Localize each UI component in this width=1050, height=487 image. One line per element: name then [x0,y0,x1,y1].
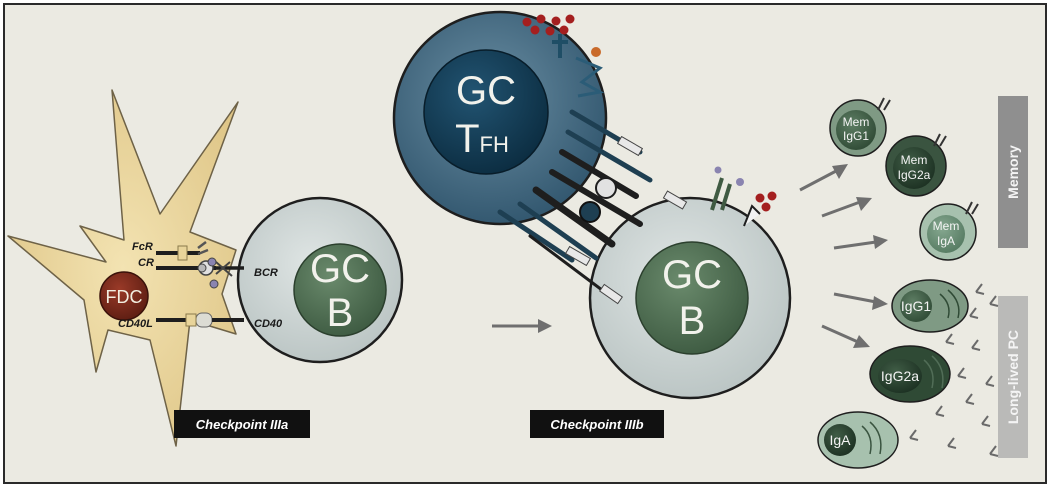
fdc-nucleus [99,271,149,321]
cd40-label: CD40 [254,318,283,330]
mem-iga-line1: Mem [933,219,960,233]
gc-b-right-line2: B [679,299,706,343]
plasma-cell-iga: IgA [817,411,899,469]
synapse-receptors [497,109,688,305]
pc-igg1-label: IgG1 [901,298,932,314]
gc-tfh-line1: GC [456,69,516,113]
plasma-cell-igg1: IgG1 [891,279,969,333]
fdc-label: FDC [106,287,143,307]
memory-heading: Memory [1005,145,1021,199]
b-cell-nucleus [293,243,387,337]
gc-b-cell-left: GC B [236,196,404,364]
mem-igg1-line1: Mem [843,115,870,129]
tfh-t: T [455,117,479,161]
output-arrows [799,164,888,348]
gc-b-left-line2: B [327,291,354,335]
mem-igg1-line2: IgG1 [843,129,869,143]
gc-tfh-cell: GC TFH [392,10,608,226]
memory-box [998,96,1028,248]
cr-label: CR [138,257,154,269]
gc-tfh-line2: TFH [455,117,509,161]
mem-iga-line2: IgA [937,234,955,248]
plasma-box [998,296,1028,458]
cd40l-label: CD40L [118,318,153,330]
mem-igg2a-line2: IgG2a [898,168,931,182]
gc-b-right-line1: GC [662,253,722,297]
checkpoint-b-box [530,410,664,438]
checkpoint-b-label: Checkpoint IIIb [550,417,643,432]
transition-arrow [492,319,552,333]
checkpoint-a-box [174,410,310,438]
b-cell-right-nucleus [635,241,749,355]
b-cell-left-receptors [207,257,244,322]
b-cell-right-surface [710,166,777,227]
fdc-cell: FDC [7,89,239,447]
plasma-heading: Long-lived PC [1005,330,1021,424]
memory-cell-igg2a: Mem IgG2a [885,133,947,197]
memory-cell-iga: Mem IgA [919,201,979,261]
gc-b-cell-right: GC B [588,196,792,400]
secreted-antibodies [909,283,999,457]
mem-igg2a-line1: Mem [901,153,928,167]
fdc-receptors [156,241,216,328]
plasma-cell-igg2a: IgG2a [869,345,951,403]
tfh-sub: FH [480,132,509,157]
tfh-cytokines [522,14,605,98]
pc-iga-label: IgA [829,432,851,448]
memory-cell-igg1: Mem IgG1 [829,97,891,157]
gc-b-left-line1: GC [310,247,370,291]
fcr-label: FcR [132,241,153,253]
checkpoint-a-label: Checkpoint IIIa [196,417,288,432]
bcr-label: BCR [254,267,278,279]
tfh-nucleus [423,49,549,175]
pc-igg2a-label: IgG2a [881,368,919,384]
